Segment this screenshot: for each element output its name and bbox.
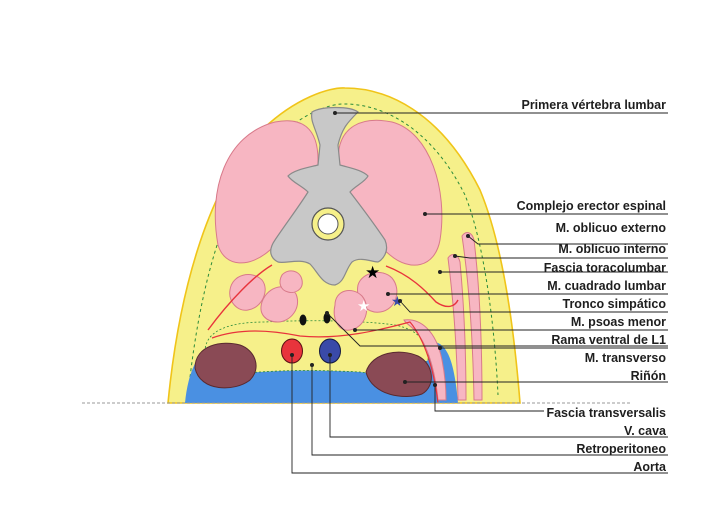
label-fascia-toracolumbar: Fascia toracolumbar bbox=[544, 261, 666, 275]
external-oblique-right bbox=[461, 232, 483, 401]
black-star-icon: ★ bbox=[365, 263, 380, 283]
label-erector-espinal: Complejo erector espinal bbox=[517, 199, 666, 213]
label-primera-vertebra: Primera vértebra lumbar bbox=[521, 98, 666, 112]
leader-fascia-transversalis bbox=[434, 385, 544, 412]
leader-retroperitoneo bbox=[311, 365, 668, 456]
labels: Primera vértebra lumbar Complejo erector… bbox=[517, 98, 667, 474]
label-cuadrado-lumbar: M. cuadrado lumbar bbox=[547, 279, 666, 293]
transversus-right bbox=[403, 319, 447, 401]
kidney-left bbox=[194, 342, 257, 389]
white-star-icon: ★ bbox=[357, 297, 370, 315]
label-tronco-simpatico: Tronco simpático bbox=[563, 297, 667, 311]
label-transverso: M. transverso bbox=[585, 351, 667, 365]
label-rama-ventral: Rama ventral de L1 bbox=[551, 333, 666, 347]
transversalis-fascia-line bbox=[211, 321, 439, 404]
spinal-cord bbox=[317, 213, 339, 235]
leader-oblicuo-interno bbox=[454, 255, 668, 259]
label-retroperitoneo: Retroperitoneo bbox=[576, 442, 666, 456]
thoracolumbar-fascia bbox=[207, 264, 459, 331]
blue-star-icon: ★ bbox=[391, 294, 404, 310]
psoas-minor-left bbox=[279, 270, 303, 293]
label-oblicuo-interno: M. oblicuo interno bbox=[558, 242, 666, 256]
label-rinon: Riñón bbox=[631, 369, 666, 383]
vertebra bbox=[270, 106, 388, 286]
label-dots bbox=[290, 111, 470, 387]
label-v-cava: V. cava bbox=[624, 424, 667, 438]
leader-aorta bbox=[291, 355, 668, 474]
label-psoas-menor: M. psoas menor bbox=[571, 315, 666, 329]
leader-v-cava bbox=[329, 355, 668, 438]
label-aorta: Aorta bbox=[633, 460, 667, 474]
label-oblicuo-externo: M. oblicuo externo bbox=[556, 221, 667, 235]
psoas-left bbox=[260, 286, 298, 323]
leader-tronco-simpatico bbox=[399, 300, 668, 313]
kidney-right bbox=[365, 351, 432, 397]
perivascular-fat bbox=[204, 320, 429, 374]
leader-oblicuo-externo bbox=[467, 235, 668, 245]
leader-lines bbox=[291, 112, 668, 474]
leader-rama-ventral bbox=[326, 312, 668, 347]
label-fascia-transversalis: Fascia transversalis bbox=[546, 406, 666, 420]
ventral-ramus-left bbox=[299, 314, 307, 326]
